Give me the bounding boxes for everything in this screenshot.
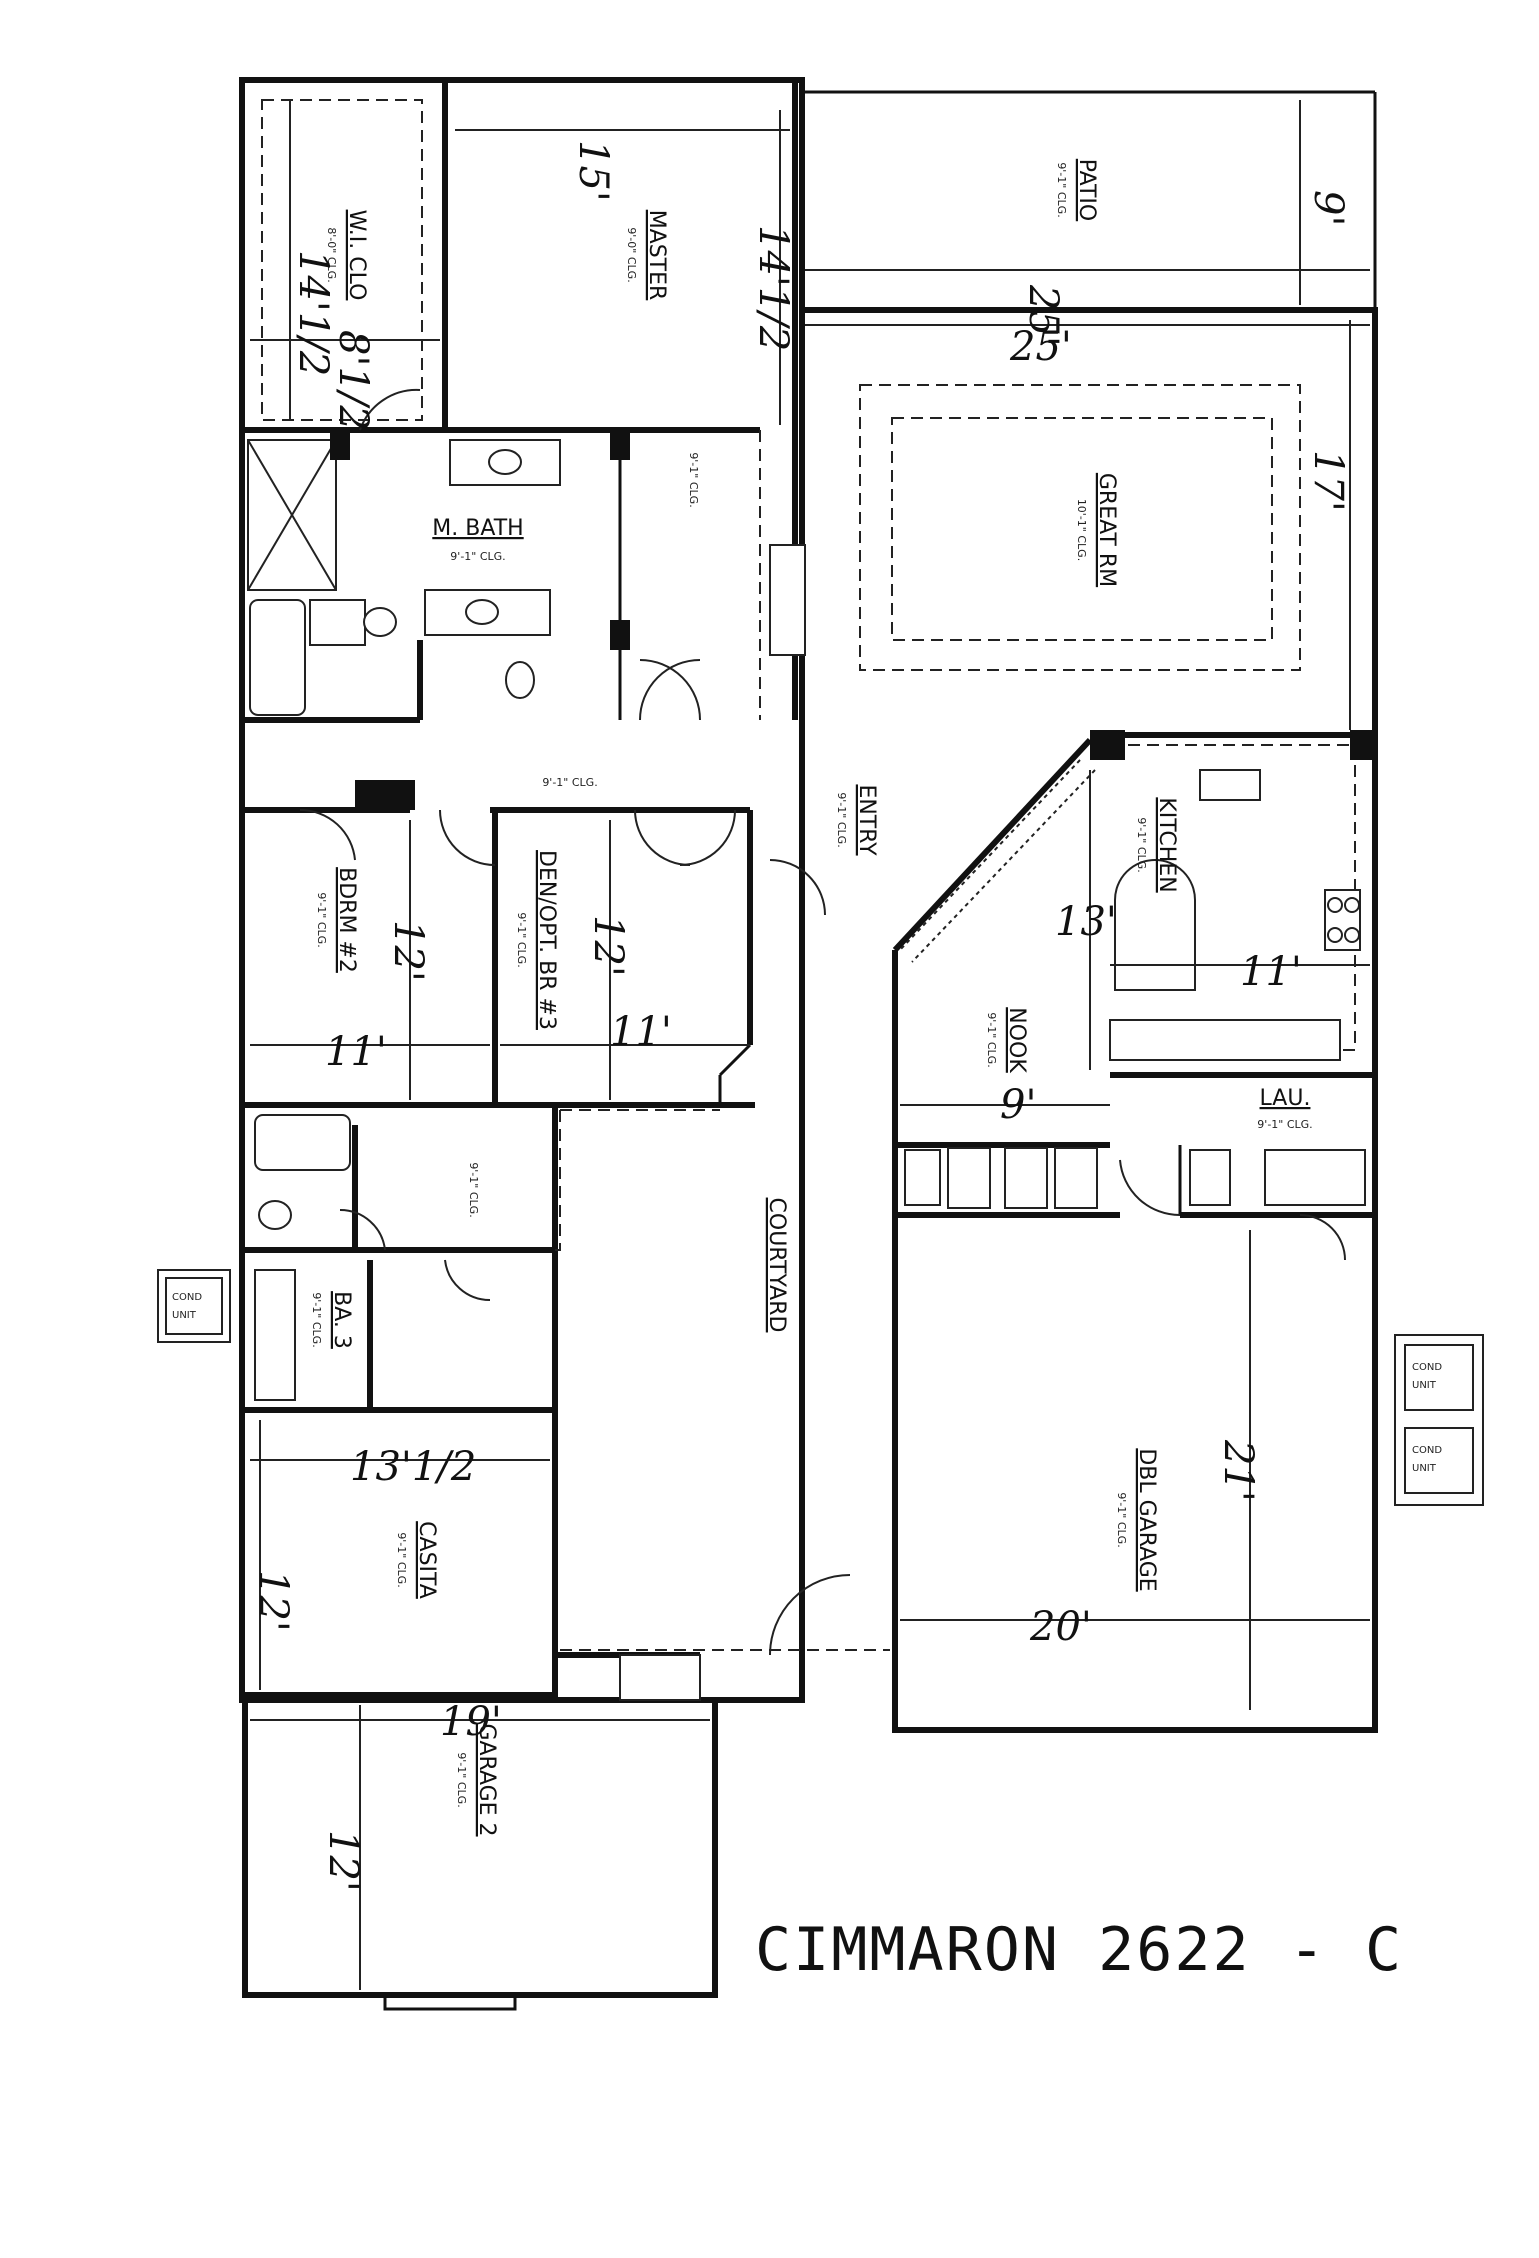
room-ba3: BA. 3 9'-1" CLG. <box>310 1291 354 1349</box>
room-great-rm-ceiling: 10'-1" CLG. <box>1075 499 1088 561</box>
dim-great-rm-b: 17' <box>1305 450 1351 512</box>
laundry-washer <box>1189 1149 1231 1206</box>
dim-great-rm-a: 25' <box>1009 324 1072 370</box>
toilet-ba3 <box>258 1200 292 1230</box>
room-nook-name: NOOK <box>1004 1007 1029 1073</box>
room-master-ceiling: 9'-0" CLG. <box>625 227 638 282</box>
room-master: MASTER 9'-0" CLG. <box>625 210 669 301</box>
room-dbl-garage-ceiling: 9'-1" CLG. <box>1115 1492 1128 1547</box>
room-great-rm: GREAT RM 10'-1" CLG. <box>1075 473 1119 587</box>
room-casita-ceiling: 9'-1" CLG. <box>395 1532 408 1587</box>
room-courtyard: COURTYARD <box>764 1198 789 1333</box>
fixtures <box>247 388 1375 1701</box>
dim-dbl-garage-b: 20' <box>1029 1604 1092 1650</box>
room-hall: 9'-1" CLG. <box>542 776 597 789</box>
room-great-rm-name: GREAT RM <box>1094 473 1119 587</box>
ac-unit-west-line2: UNIT <box>172 1310 197 1321</box>
dim-wi-clo-b: 8'1/2 <box>330 330 376 431</box>
room-garage2-ceiling: 9'-1" CLG. <box>455 1752 468 1807</box>
kitchen-island <box>1114 859 1196 991</box>
room-closet-ceiling: 9'-1" CLG. <box>687 452 700 507</box>
dim-den-a: 12' <box>585 915 631 977</box>
dim-wi-clo-a: 14'1/2 <box>290 250 336 376</box>
room-nook-ceiling: 9'-1" CLG. <box>985 1012 998 1067</box>
room-m-bath-ceiling: 9'-1" CLG. <box>450 550 505 563</box>
room-entry-ceiling: 9'-1" CLG. <box>835 792 848 847</box>
room-den-name: DEN/OPT. BR #3 <box>534 850 559 1030</box>
dim-bdrm2-b: 11' <box>325 1029 387 1075</box>
room-patio: PATIO 9'-1" CLG. <box>1055 159 1099 221</box>
dim-master-b: 14'1/2 <box>750 225 796 351</box>
dim-kitchen-b: 11' <box>1240 949 1302 995</box>
room-bdrm2-name: BDRM #2 <box>334 867 359 973</box>
room-lau: LAU. 9'-1" CLG. <box>1257 1086 1312 1131</box>
room-master-name: MASTER <box>644 210 669 301</box>
room-dbl-garage: DBL GARAGE 9'-1" CLG. <box>1115 1448 1159 1591</box>
room-m-bath-name: M. BATH <box>432 516 523 541</box>
dim-casita-a: 13'1/2 <box>350 1444 476 1490</box>
dim-kitchen-a: 13' <box>1055 899 1117 945</box>
room-den: DEN/OPT. BR #3 9'-1" CLG. <box>515 850 559 1030</box>
dim-casita-b: 12' <box>250 1570 296 1632</box>
bathtub-ba3 <box>254 1114 351 1171</box>
room-den-ceiling: 9'-1" CLG. <box>515 912 528 967</box>
ac-unit-east1-line2: UNIT <box>1412 1380 1437 1391</box>
bathtub <box>249 599 306 716</box>
dim-garage2-a: 19' <box>440 1699 502 1745</box>
room-ba3-hall: 9'-1" CLG. <box>467 1162 480 1217</box>
kitchen-sink <box>1199 769 1261 801</box>
room-patio-ceiling: 9'-1" CLG. <box>1055 162 1068 217</box>
ac-unit-east2-line1: COND <box>1412 1445 1442 1456</box>
room-kitchen-ceiling: 9'-1" CLG. <box>1135 817 1148 872</box>
room-m-bath: M. BATH 9'-1" CLG. <box>432 516 523 563</box>
ac-unit-east2-line2: UNIT <box>1412 1463 1437 1474</box>
room-ba3-hall-ceiling: 9'-1" CLG. <box>467 1162 480 1217</box>
dim-dbl-garage-a: 21' <box>1215 1439 1261 1502</box>
ac-unit-west-line1: COND <box>172 1292 202 1303</box>
dim-bdrm2-a: 12' <box>385 920 431 982</box>
room-ba3-name: BA. 3 <box>329 1291 354 1349</box>
room-garage2: GARAGE 2 9'-1" CLG. <box>455 1723 499 1836</box>
toilet-master <box>505 661 535 699</box>
room-entry: ENTRY 9'-1" CLG. <box>835 784 879 856</box>
interior-walls <box>242 80 1375 1720</box>
room-lau-ceiling: 9'-1" CLG. <box>1257 1118 1312 1131</box>
ac-units-east: COND UNIT COND UNIT <box>1394 1334 1484 1506</box>
room-courtyard-name: COURTYARD <box>764 1198 789 1333</box>
room-wi-clo-name: W.I. CLO <box>344 210 369 301</box>
room-wi-clo: W.I. CLO 8'-0" CLG. <box>325 210 369 301</box>
room-patio-name: PATIO <box>1074 159 1099 221</box>
room-casita: CASITA 9'-1" CLG. <box>395 1521 439 1599</box>
dim-den-b: 11' <box>610 1009 672 1055</box>
room-garage2-name: GARAGE 2 <box>474 1723 499 1836</box>
room-kitchen-name: KITCHEN <box>1154 797 1179 892</box>
dim-garage2-b: 12' <box>320 1830 366 1892</box>
room-hall-ceiling: 9'-1" CLG. <box>542 776 597 789</box>
room-bdrm2-ceiling: 9'-1" CLG. <box>315 892 328 947</box>
room-entry-name: ENTRY <box>854 784 879 856</box>
room-bdrm2: BDRM #2 9'-1" CLG. <box>315 867 359 973</box>
ac-unit-west: COND UNIT <box>157 1269 231 1343</box>
dim-patio-a: 25' <box>1020 284 1066 347</box>
room-lau-name: LAU. <box>1260 1086 1311 1111</box>
dim-patio-b: 9' <box>1305 190 1351 226</box>
dimension-lines <box>250 100 1370 1990</box>
room-kitchen: KITCHEN 9'-1" CLG. <box>1135 797 1179 892</box>
room-ba3-ceiling: 9'-1" CLG. <box>310 1292 323 1347</box>
room-nook: NOOK 9'-1" CLG. <box>985 1007 1029 1073</box>
ac-unit-east1-line1: COND <box>1412 1362 1442 1373</box>
fireplace <box>769 544 806 656</box>
dim-master-a: 15' <box>570 140 616 202</box>
plan-title: CIMMARON 2622 - C <box>755 1915 1403 1985</box>
room-dbl-garage-name: DBL GARAGE <box>1134 1448 1159 1591</box>
dimension-values: 14'1/2 8'1/2 15' 14'1/2 25' 9' 25' 17' 1… <box>250 140 1351 1892</box>
dim-nook-a: 9' <box>1000 1082 1036 1128</box>
room-closet: 9'-1" CLG. <box>687 452 700 507</box>
room-wi-clo-ceiling: 8'-0" CLG. <box>325 227 338 282</box>
room-casita-name: CASITA <box>414 1521 439 1599</box>
